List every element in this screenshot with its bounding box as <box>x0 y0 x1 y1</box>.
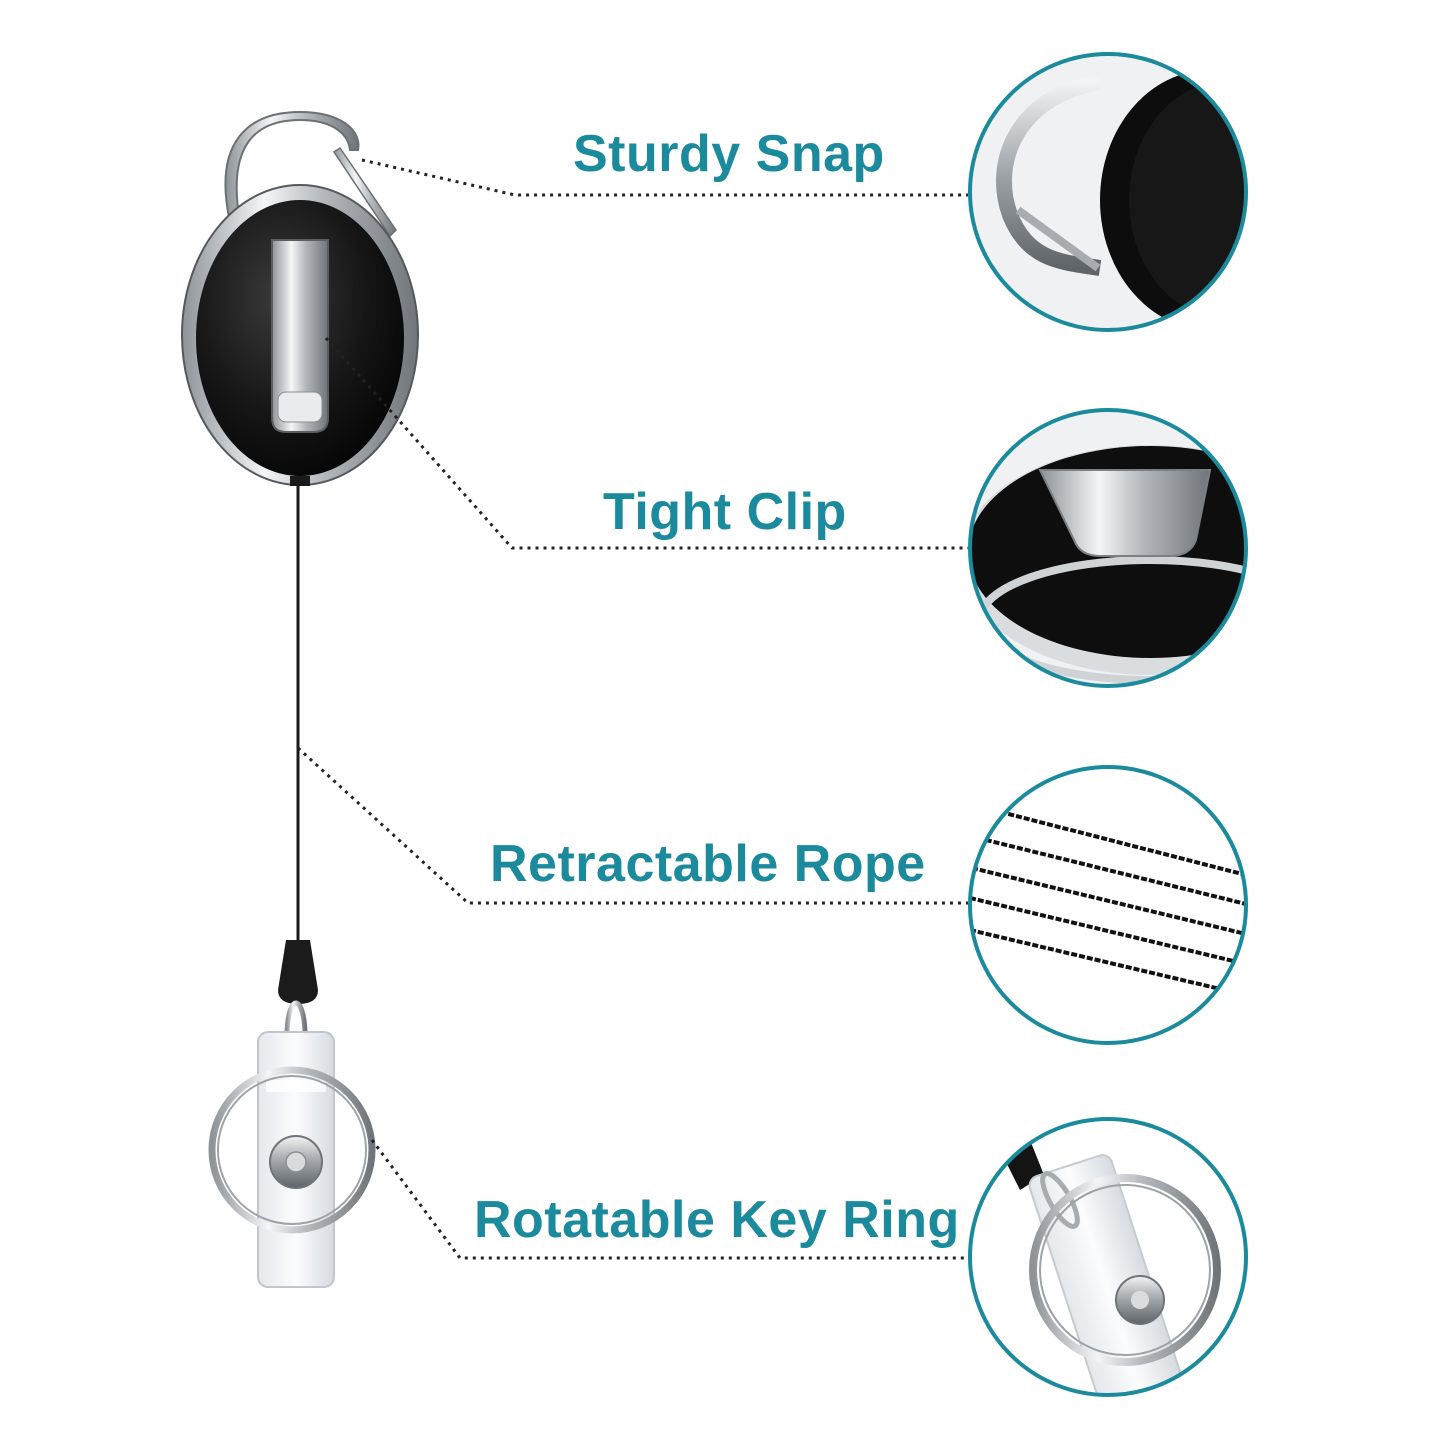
detail-circle-ring <box>968 1117 1248 1397</box>
feature-label-rotatable-key-ring: Rotatable Key Ring <box>474 1191 960 1249</box>
feature-label-tight-clip: Tight Clip <box>603 483 847 541</box>
badge-reel <box>181 110 419 1288</box>
feature-label-sturdy-snap: Sturdy Snap <box>573 125 885 183</box>
leader-line-clip <box>324 337 968 550</box>
carabiner-snap <box>224 110 360 223</box>
leader-line-ring <box>370 1139 968 1260</box>
detail-circle-snap <box>968 52 1248 332</box>
key-ring <box>208 1066 376 1234</box>
carabiner-gate <box>332 146 397 238</box>
detail-circle-clip <box>968 408 1248 688</box>
rope-stopper <box>278 940 318 1004</box>
leader-line-snap <box>361 158 968 197</box>
belt-clip <box>271 239 329 433</box>
detail-circle-rope <box>968 765 1248 1045</box>
leader-lines <box>296 158 968 1260</box>
feature-label-retractable-rope: Retractable Rope <box>490 835 926 893</box>
